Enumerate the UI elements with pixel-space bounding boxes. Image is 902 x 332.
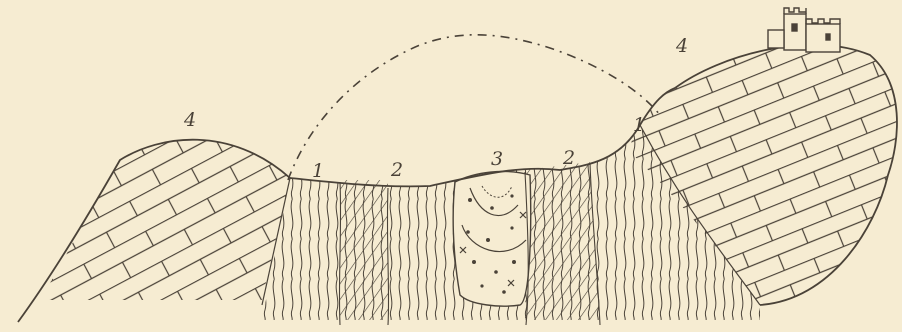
label-center-basin: 3 (491, 148, 503, 170)
label-left-hill: 4 (183, 109, 196, 131)
label-right-band: 2 (562, 147, 575, 169)
label-right-hill: 4 (675, 35, 688, 57)
label-right-boundary: 1 (633, 114, 645, 136)
label-left-boundary: 1 (312, 160, 324, 182)
label-left-band: 2 (390, 159, 403, 181)
castle-icon (768, 8, 840, 52)
central-basin (453, 171, 531, 306)
